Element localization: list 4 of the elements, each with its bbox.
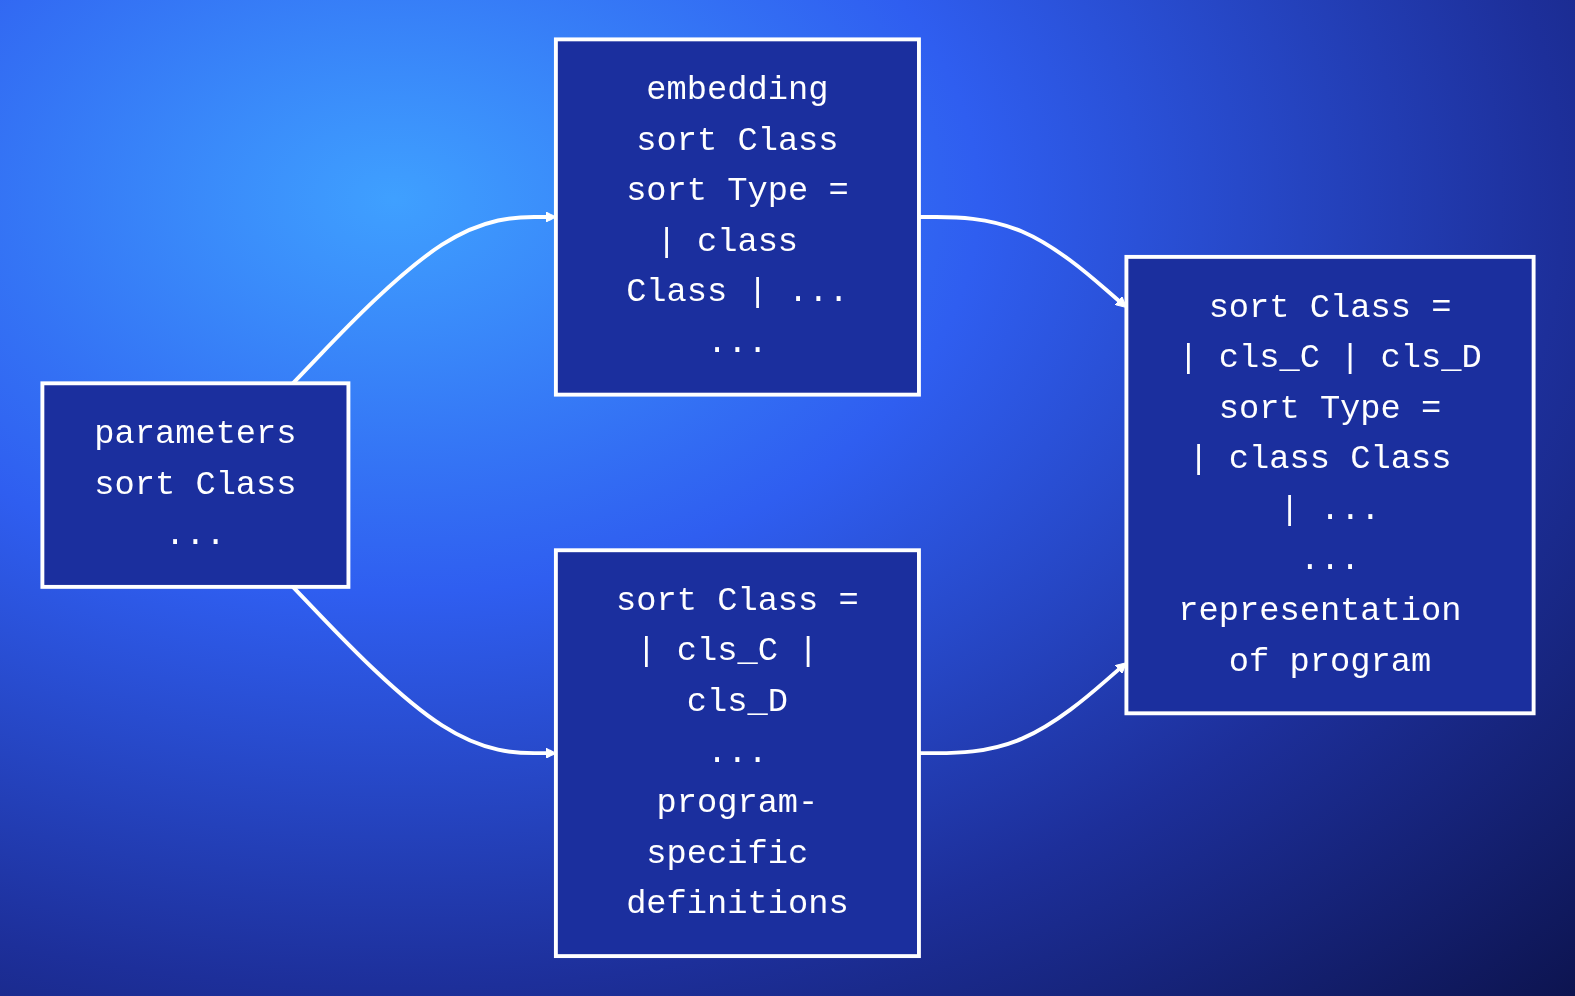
node-box: parameters sort Class ... (39, 381, 350, 590)
node-box: sort Class = | cls_C | cls_D sort Type = | class Class | ... ... representation of program (1123, 255, 1536, 716)
node-box: sort Class = | cls_C | cls_D ... program-specific definitions (553, 548, 921, 959)
node-box: embedding sort Class sort Type = | class Class | ... ... (553, 37, 921, 397)
